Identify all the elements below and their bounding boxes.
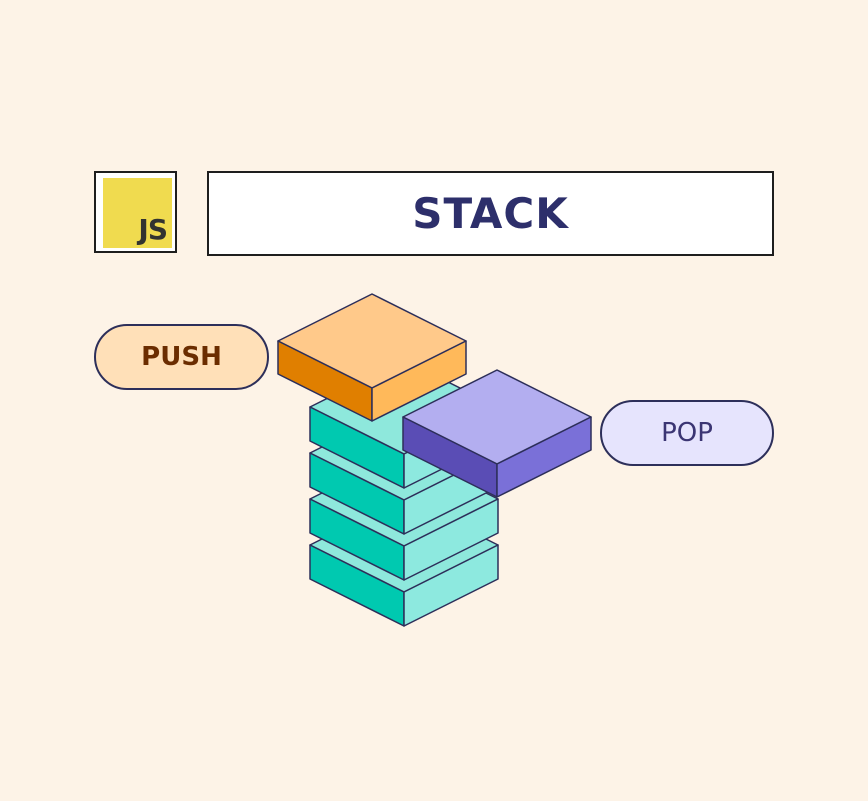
block-right-face	[371, 340, 467, 422]
block-right-face	[403, 498, 499, 581]
block-right-face	[403, 544, 499, 627]
block-right-face	[496, 416, 592, 498]
js-logo-text: JS	[138, 213, 168, 246]
js-logo: JS	[103, 178, 172, 248]
popped-block	[402, 369, 592, 498]
pushed-block	[277, 293, 467, 422]
js-logo-frame: JS	[94, 171, 177, 253]
title-box: STACK	[207, 171, 774, 256]
page-title: STACK	[412, 189, 569, 238]
push-label: PUSH	[94, 324, 269, 390]
pop-label: POP	[600, 400, 774, 466]
